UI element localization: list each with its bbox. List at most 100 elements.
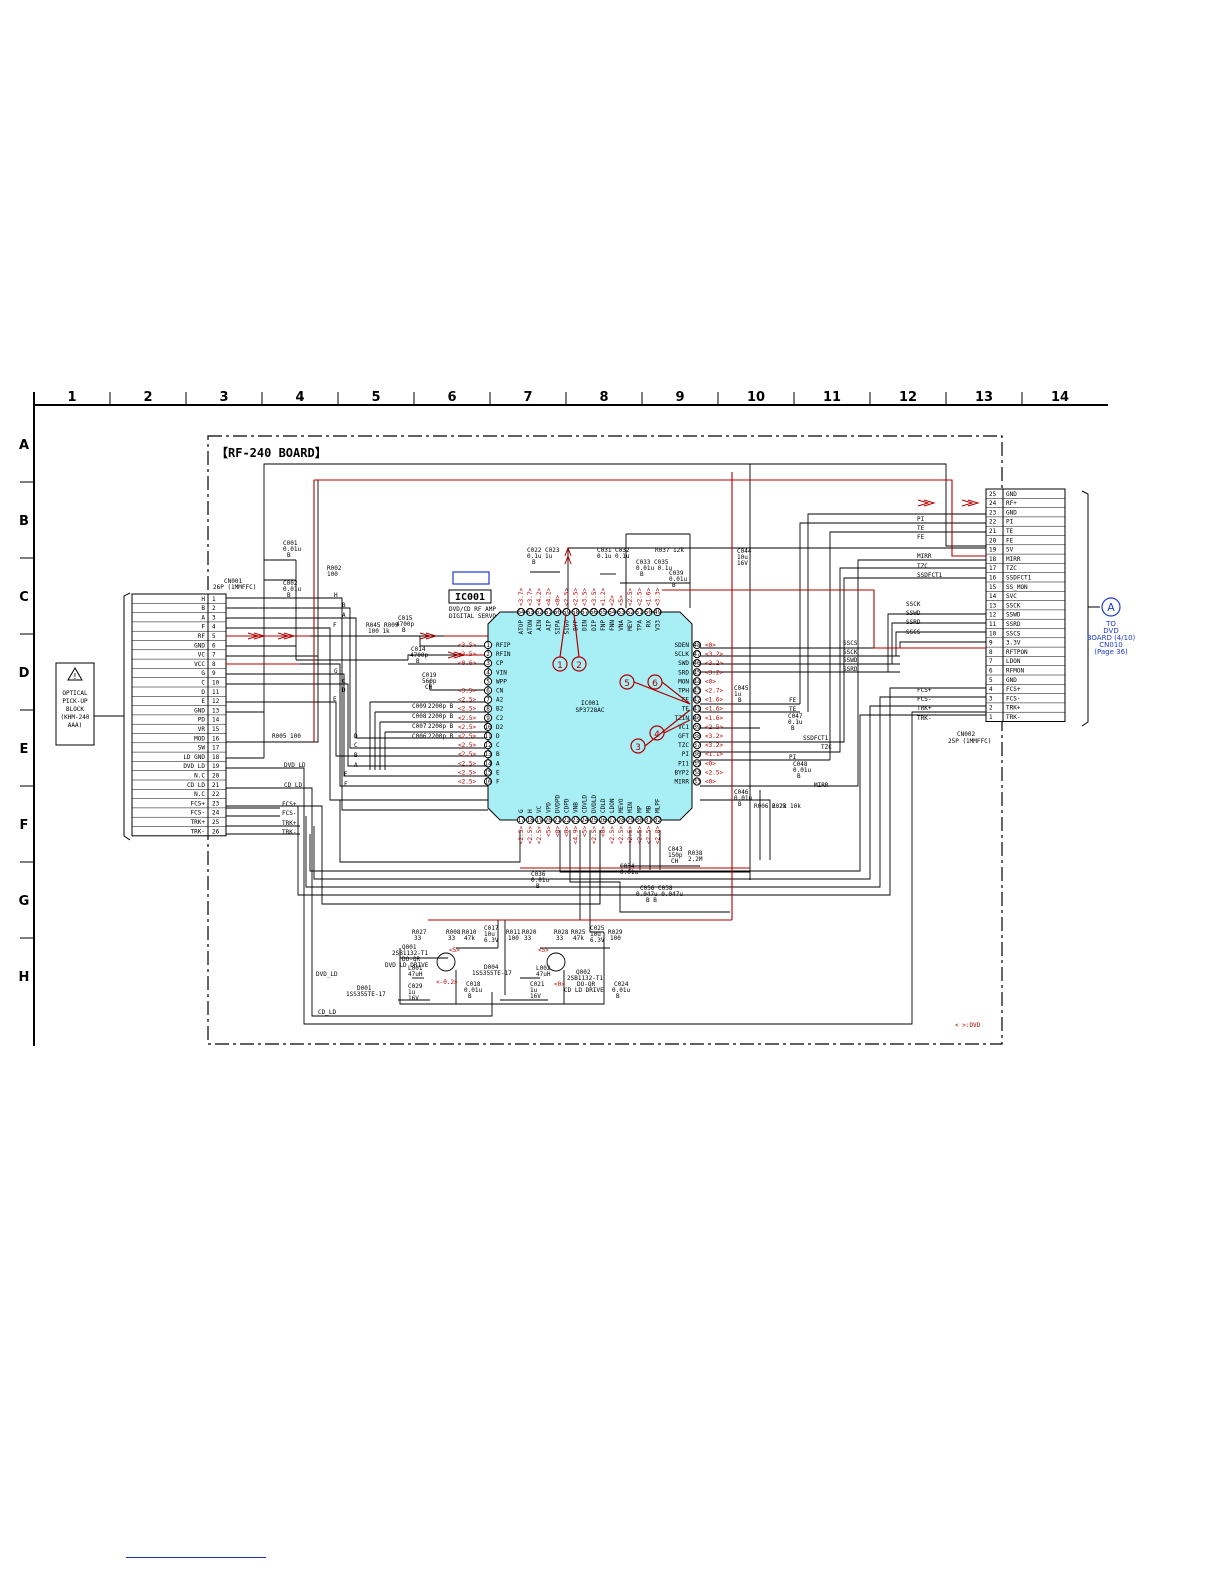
ic-pin-voltage: <3.2> bbox=[705, 733, 723, 740]
net-label: D bbox=[342, 687, 346, 694]
ic-pin-number: 54 bbox=[608, 609, 616, 616]
grid-col-label: 6 bbox=[447, 390, 456, 405]
ic-pin-name: MIN bbox=[627, 802, 634, 813]
part-ref: C045 bbox=[734, 685, 749, 692]
cn001-pin-name: LD GND bbox=[183, 754, 205, 761]
ic-pin-number: 7 bbox=[486, 697, 490, 704]
net-label: TRK- bbox=[917, 715, 931, 722]
part-type: B bbox=[287, 552, 291, 559]
ic-pin-number: 14 bbox=[484, 760, 492, 767]
ic-pin-name: C bbox=[496, 742, 500, 749]
part-ref: R020 bbox=[522, 929, 537, 936]
ic-pin-number: 16 bbox=[484, 779, 492, 786]
cn001-pin-name: FCS- bbox=[191, 810, 205, 817]
part-value: DVD LD DRIVE bbox=[385, 962, 429, 969]
ic-pin-name: TPA bbox=[636, 620, 643, 631]
ic-pin bbox=[535, 815, 544, 825]
ic-pin-voltage: <0> bbox=[705, 678, 716, 685]
cn002-pin-number: 11 bbox=[989, 621, 997, 628]
cn002-pin-name: RFMON bbox=[1006, 668, 1024, 675]
ic-pin bbox=[589, 815, 598, 825]
ic-pin bbox=[692, 668, 702, 677]
net-label: A bbox=[354, 762, 358, 769]
cn001-pin-number: 6 bbox=[212, 642, 216, 649]
cn002-pin-number: 9 bbox=[989, 640, 993, 647]
to-dvd-line: CN010 bbox=[1099, 641, 1123, 649]
part-type: B bbox=[791, 725, 795, 732]
part-value: 2200p B bbox=[428, 723, 454, 730]
optical-pickup-block: ! OPTICAL PICK-UP BLOCK (KHM-240 AAA) bbox=[55, 592, 131, 841]
ic001-tag: IC001 bbox=[455, 592, 485, 603]
ic-pin-name: VIN bbox=[496, 669, 507, 676]
cn001-pin-number: 4 bbox=[212, 624, 216, 631]
flow-arrow bbox=[247, 632, 266, 640]
ic-pin-name: RX bbox=[645, 620, 652, 628]
ic-pin-voltage: <2.5> bbox=[458, 779, 476, 786]
part-value: 47uH bbox=[408, 971, 423, 978]
part-ref: C033 C035 bbox=[636, 559, 669, 566]
part-value: 100 bbox=[327, 571, 338, 578]
part-value: 4700p bbox=[396, 621, 414, 628]
ic-pin-voltage: <2.5> bbox=[627, 826, 634, 844]
ic-pin-name: AIN bbox=[536, 620, 543, 631]
ic-pin-name: D2 bbox=[496, 724, 504, 731]
cn001-label: CN001 bbox=[224, 578, 242, 585]
part-value: 0.1u 0.1u bbox=[597, 553, 630, 560]
callout-number: 4 bbox=[654, 730, 660, 740]
ic-pin-voltage: <2.5> bbox=[518, 826, 525, 844]
cn002-pin-name: TZC bbox=[1006, 565, 1017, 572]
cn002-pin-name: SSDFCT1 bbox=[1006, 575, 1032, 582]
part-value: 10u bbox=[737, 554, 748, 561]
ic-pin-number: 15 bbox=[484, 769, 492, 776]
cn002-pin-number: 1 bbox=[989, 714, 993, 721]
ic-pin-voltage: <5> bbox=[582, 826, 589, 837]
ic-pin-number: 39 bbox=[693, 724, 701, 731]
ic-pin-name: DIP bbox=[591, 620, 598, 631]
ic-pin-name: V33 bbox=[655, 620, 662, 631]
ic-pin-voltage: <0> bbox=[554, 595, 561, 606]
ic-pin-number: 5 bbox=[486, 678, 490, 685]
ic-pin-voltage: <3.7> bbox=[527, 588, 534, 606]
cn002-pin-name: FCS- bbox=[1006, 695, 1020, 702]
ic-pin-name: SWD bbox=[678, 660, 689, 667]
ic-pin-number: 34 bbox=[693, 769, 701, 776]
cn002-pin-number: 21 bbox=[989, 528, 997, 535]
callout-number: 2 bbox=[576, 661, 582, 671]
ic-pin bbox=[553, 815, 562, 825]
ic-pin-voltage: <1.6> bbox=[705, 697, 723, 704]
cn002-pin-name: FE bbox=[1006, 537, 1014, 544]
voltage-label: <0> bbox=[554, 981, 565, 988]
ic-pin-number: 62 bbox=[536, 609, 544, 616]
cn002-pin-number: 19 bbox=[989, 547, 997, 554]
net-label: B bbox=[342, 602, 346, 609]
cn001-pin-number: 1 bbox=[212, 596, 216, 603]
cn001-pin-name: GND bbox=[194, 707, 205, 714]
part-value: DO-QR bbox=[577, 981, 595, 988]
part-value: 100 bbox=[508, 935, 519, 942]
cn001-pin-number: 15 bbox=[212, 726, 220, 733]
ic-pin-number: 26 bbox=[599, 817, 607, 824]
cn001-pin-name: B bbox=[201, 605, 205, 612]
cn001-pin-number: 18 bbox=[212, 754, 220, 761]
ic001-desc: DIGITAL SERVO bbox=[449, 613, 496, 620]
part-value: 2200p B bbox=[428, 713, 454, 720]
net-labels-ic-right: SSCS SSCK SSWD SSRD FE TE SSDFCT1 TZC PI… bbox=[789, 640, 858, 789]
ic-pin bbox=[483, 677, 493, 686]
ic-pin bbox=[598, 607, 608, 617]
ic-pin-number: 46 bbox=[693, 660, 701, 667]
to-dvd-board-reference[interactable]: A TO DVD BOARD (4/10) CN010 (Page 36) bbox=[1087, 597, 1136, 656]
to-dvd-line: (Page 36) bbox=[1094, 648, 1128, 656]
ic-pin-number: 22 bbox=[563, 817, 571, 824]
ic-pin-name: A2 bbox=[496, 697, 504, 704]
part-value: 0.01u bbox=[283, 546, 301, 553]
net-label: SSDFCT1 bbox=[917, 572, 943, 579]
ic-pin-voltage: <2.5> bbox=[627, 588, 634, 606]
cn002-pin-number: 2 bbox=[989, 705, 993, 712]
grid-row-label: G bbox=[19, 894, 30, 909]
callout-number: 3 bbox=[635, 743, 641, 753]
net-label: B bbox=[354, 752, 358, 759]
ic-pin-voltage: <0> bbox=[600, 826, 607, 837]
part-value: 2.2M bbox=[688, 856, 703, 863]
ic-pin-voltage: <2.5> bbox=[636, 826, 643, 844]
ic-pin-voltage: <2.5> bbox=[591, 826, 598, 844]
